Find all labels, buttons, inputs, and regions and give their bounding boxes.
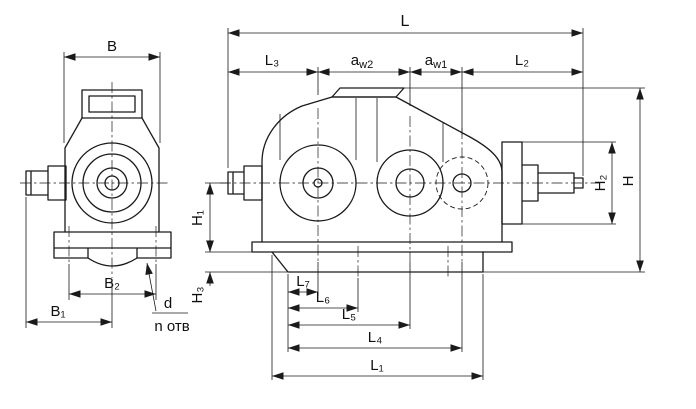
dim-label-L5: L₅: [342, 306, 356, 323]
centerlines-front: [20, 82, 170, 278]
ext-lines-H2: [522, 141, 616, 225]
ext-lines-row2: [317, 67, 463, 135]
ext-lines-H: [404, 87, 645, 273]
hole-leader-line: [145, 262, 157, 312]
dim-label-L1: L₁: [370, 357, 383, 374]
bottom-arc: [87, 257, 138, 267]
ext-lines-L: [227, 28, 584, 176]
right-view-dimensions-bottom: L₇ L₆ L₅ L₄ L₁: [271, 255, 484, 380]
dim-label-L6: L₆: [316, 289, 330, 306]
hole-diameter-label: d: [164, 295, 172, 312]
dim-label-H3: H₃: [189, 287, 206, 304]
ext-lines-H1: [205, 182, 288, 273]
top-hatch: [331, 87, 405, 98]
dim-label-H: H: [620, 176, 637, 187]
right-view-dimensions-top: L L₃ aw2 aw1 L₂: [227, 13, 584, 176]
housing-body: [64, 117, 160, 233]
housing-outline: [261, 96, 503, 243]
dim-label-L4: L₄: [368, 329, 382, 346]
right-view: [220, 87, 600, 278]
dim-label-L3: L₃: [265, 52, 279, 69]
left-view: [20, 82, 172, 278]
base-flange: [53, 231, 172, 259]
bearing-cap-edges: [279, 98, 444, 162]
dim-label-aw2: aw2: [351, 52, 373, 71]
ext-lines-bottom: [271, 255, 484, 380]
dim-label-L: L: [401, 13, 410, 30]
ext-lines-B: [63, 52, 161, 143]
dim-label-B1: B₁: [50, 303, 65, 320]
dim-label-L7: L₇: [296, 273, 310, 290]
hole-count-label: n отв: [154, 318, 189, 335]
dim-label-L2: L₂: [515, 52, 529, 69]
dim-label-H1: H₁: [189, 210, 206, 226]
left-view-dimensions: B B₂ B₁ d n отв: [25, 38, 190, 335]
dim-label-H2: H₂: [592, 174, 609, 191]
base-bolt-centerlines: [357, 246, 449, 278]
bolt-hole-centerlines-front: [68, 226, 157, 264]
dim-label-aw1: aw1: [425, 52, 447, 71]
housing-flange: [251, 241, 513, 253]
shaft-axes-centerlines: [317, 108, 463, 262]
base-plate: [271, 251, 484, 273]
dim-label-B: B: [107, 38, 117, 55]
right-view-dimensions-vertical: H₂ H H₁ H₃: [189, 87, 645, 304]
ext-lines-B1: [25, 197, 113, 328]
